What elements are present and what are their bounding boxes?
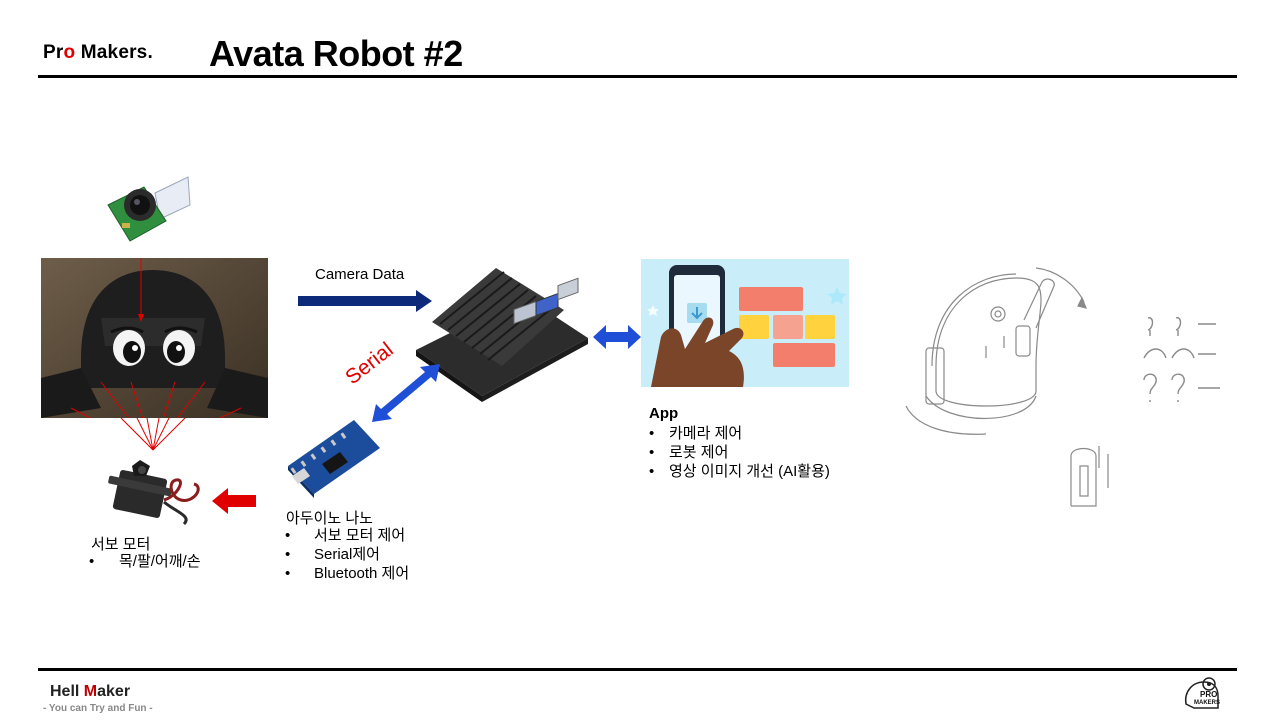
logo-text-bottom: MAKERS	[1194, 700, 1221, 706]
footer-tagline: - You can Try and Fun -	[43, 703, 153, 714]
servo-motor-image	[108, 460, 200, 526]
servo-list: 목/팔/어깨/손	[89, 552, 201, 571]
arduino-title: 아두이노 나노	[286, 510, 373, 527]
app-item: 카메라 제어	[649, 424, 830, 443]
red-arrow-left-icon	[212, 488, 256, 514]
bluetooth-double-arrow-icon	[593, 325, 641, 349]
jetson-nano-board-image	[416, 268, 588, 402]
arduino-nano-image	[288, 420, 380, 498]
header-divider	[38, 75, 1237, 78]
camera-module-image	[107, 176, 191, 242]
brand-prefix: Pr	[43, 42, 64, 63]
page-title: Avata Robot #2	[209, 33, 463, 74]
app-illustration-image	[641, 259, 849, 387]
servo-connection-lines	[120, 418, 186, 451]
brand-logo: Pro Makers.	[43, 42, 153, 64]
serial-double-arrow-icon	[372, 364, 440, 422]
footer-divider	[38, 668, 1237, 671]
robot-photo	[41, 258, 268, 418]
gear-head-icon	[1184, 677, 1219, 709]
footer-brand: Hell Maker	[50, 683, 130, 701]
app-list: 카메라 제어 로봇 제어 영상 이미지 개선 (AI활용)	[649, 424, 830, 481]
app-item: 영상 이미지 개선 (AI활용)	[649, 462, 830, 481]
camera-data-arrow-icon	[298, 290, 432, 312]
camera-data-label: Camera Data	[315, 266, 405, 283]
app-title: App	[649, 405, 679, 422]
servo-title: 서보 모터	[91, 536, 151, 553]
arduino-list: 서보 모터 제어 Serial제어 Bluetooth 제어	[285, 526, 409, 583]
footer-brand-m: M	[83, 683, 98, 700]
pro-makers-logo: PRO MAKERS	[1182, 674, 1232, 714]
logo-text-top: PRO	[1200, 690, 1218, 699]
brand-o: o	[63, 42, 76, 63]
brand-suffix: Makers.	[75, 42, 153, 63]
servo-item: 목/팔/어깨/손	[89, 552, 201, 571]
robot-concept-sketch-image	[905, 267, 1220, 507]
arduino-item: 서보 모터 제어	[285, 526, 409, 545]
arduino-item: Serial제어	[285, 545, 409, 564]
footer-brand-prefix: Hell	[50, 683, 84, 700]
arduino-item: Bluetooth 제어	[285, 564, 409, 583]
app-item: 로봇 제어	[649, 443, 830, 462]
footer-brand-suffix: aker	[97, 683, 131, 700]
